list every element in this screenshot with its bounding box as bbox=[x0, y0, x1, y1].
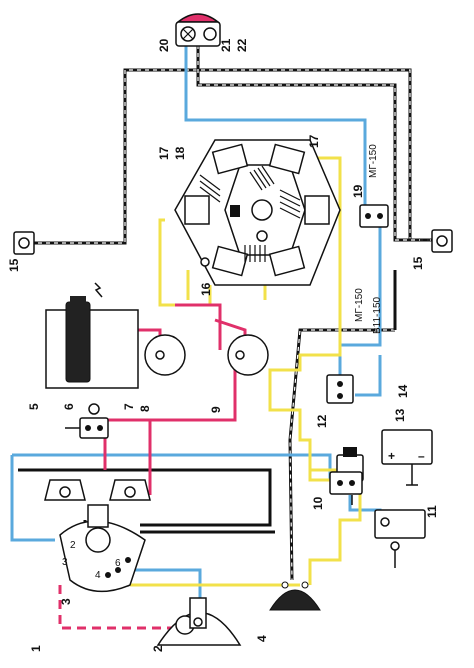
label-9: 9 bbox=[209, 406, 223, 413]
label-1: 1 bbox=[29, 645, 43, 652]
brake-switch bbox=[359, 204, 389, 228]
label-7: 7 bbox=[122, 403, 136, 410]
battery: + – bbox=[381, 429, 433, 486]
label-15-left: 15 bbox=[7, 258, 21, 272]
dimmer-switch-right bbox=[109, 479, 151, 501]
label-15-right: 15 bbox=[411, 256, 425, 270]
label-21: 21 bbox=[219, 38, 233, 52]
label-11: 11 bbox=[425, 505, 439, 518]
label-20: 20 bbox=[157, 38, 171, 52]
label-6: 6 bbox=[62, 403, 76, 410]
ground-stubs bbox=[351, 239, 430, 505]
label-13: 13 bbox=[393, 408, 407, 422]
yellow-wires bbox=[130, 156, 362, 587]
switch-contact-6: 6 bbox=[115, 558, 121, 569]
generator-stator bbox=[174, 139, 341, 286]
dimmer-switch-left bbox=[44, 479, 86, 501]
component-labels: 1 2 3 4 5 6 7 8 9 10 11 12 13 14 15 15 1… bbox=[7, 38, 439, 652]
spark-plugs bbox=[144, 334, 269, 376]
label-18: 18 bbox=[173, 146, 187, 160]
label-4: 4 bbox=[255, 635, 269, 642]
switch-contact-4: 4 bbox=[95, 570, 101, 581]
switch-contact-2: 2 bbox=[70, 540, 76, 551]
label-14: 14 bbox=[396, 384, 410, 398]
horn bbox=[269, 581, 321, 611]
pole-shoes bbox=[184, 143, 330, 277]
stator-windings bbox=[199, 165, 301, 262]
battery-minus: – bbox=[418, 449, 425, 463]
wire-label-mg150-mid: МГ-150 bbox=[354, 288, 365, 322]
label-3: 3 bbox=[59, 598, 73, 605]
left-turn-lamp bbox=[13, 231, 35, 255]
tail-lamp bbox=[175, 13, 221, 47]
wire-label-b11-150: В11-150 bbox=[372, 296, 383, 334]
label-17-right: 17 bbox=[307, 134, 321, 148]
wire-label-mg150-top: МГ-150 bbox=[368, 144, 379, 178]
wire-gauge-labels: МГ-150 МГ-150 В11-150 bbox=[354, 144, 383, 334]
label-5: 5 bbox=[27, 403, 41, 410]
label-22: 22 bbox=[235, 38, 249, 52]
label-10: 10 bbox=[311, 496, 325, 510]
label-2: 2 bbox=[151, 645, 165, 652]
ignition-coil bbox=[45, 282, 139, 389]
label-8: 8 bbox=[138, 405, 152, 412]
label-19: 19 bbox=[351, 184, 365, 198]
label-17-left: 17 bbox=[157, 146, 171, 160]
label-12: 12 bbox=[315, 414, 329, 428]
black-harness bbox=[18, 45, 440, 581]
battery-plus: + bbox=[388, 449, 395, 463]
horn-button bbox=[65, 403, 109, 439]
relay bbox=[326, 374, 354, 404]
voltage-regulator bbox=[374, 509, 426, 568]
label-16: 16 bbox=[199, 282, 213, 296]
headlight bbox=[156, 597, 242, 646]
switch-contact-3: 3 bbox=[62, 557, 68, 568]
right-turn-lamp bbox=[431, 229, 453, 253]
central-switch: 2 3 4 6 bbox=[59, 504, 146, 593]
rectifier bbox=[329, 471, 363, 495]
